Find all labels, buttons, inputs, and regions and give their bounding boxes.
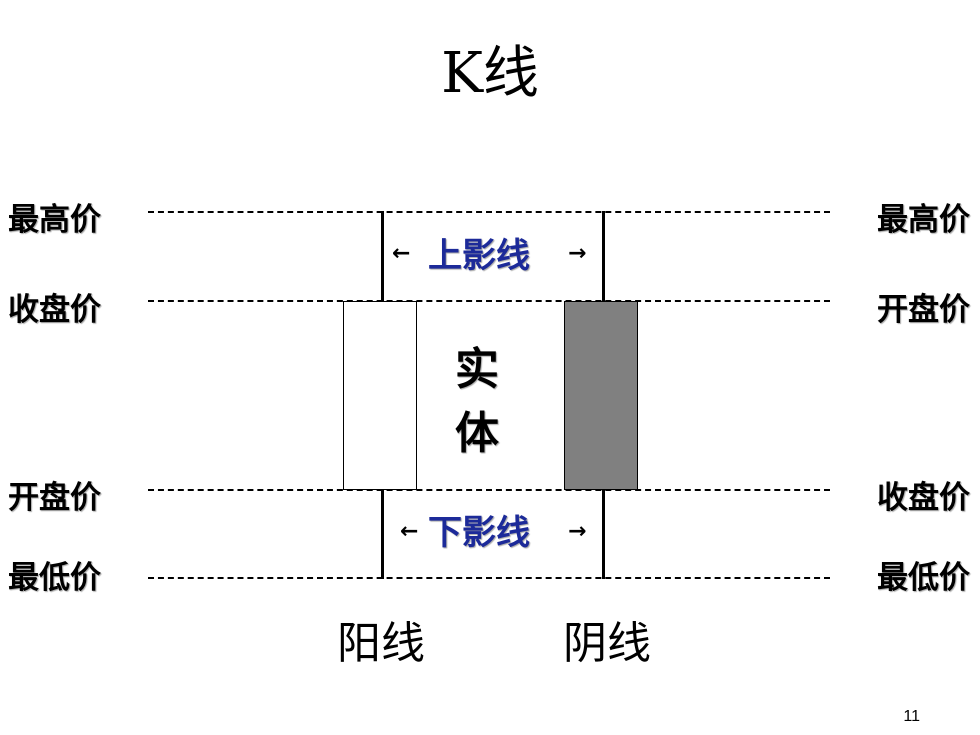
lower-shadow-label: 下影线 [428, 513, 530, 553]
bullish-upper-shadow [381, 211, 384, 301]
bearish-candle-body [564, 301, 638, 490]
right-label-low: 最低价 [877, 560, 970, 596]
left-label-low: 最低价 [8, 560, 101, 596]
bullish-lower-shadow [381, 490, 384, 579]
lower-left-arrow-icon: ← [400, 519, 419, 544]
bearish-upper-shadow [602, 211, 605, 301]
bearish-label: 阴线 [563, 618, 651, 669]
bullish-label: 阳线 [337, 618, 425, 669]
high-dash-line [148, 211, 830, 213]
body-label-line2: 体 [455, 408, 499, 459]
upper-right-arrow-icon: → [568, 241, 587, 266]
lower-right-arrow-icon: → [568, 519, 587, 544]
bullish-candle-body [343, 301, 417, 490]
left-label-close: 收盘价 [8, 292, 101, 328]
upper-shadow-label: 上影线 [428, 236, 530, 276]
left-label-open: 开盘价 [8, 480, 101, 516]
body-label-line1: 实 [455, 344, 499, 395]
upper-left-arrow-icon: ← [392, 241, 411, 266]
slide-title: K线 [441, 41, 539, 106]
body-bottom-dash-line [148, 489, 830, 491]
low-dash-line [148, 577, 830, 579]
bearish-lower-shadow [602, 490, 605, 579]
body-top-dash-line [148, 300, 830, 302]
right-label-open: 开盘价 [877, 292, 970, 328]
right-label-close: 收盘价 [877, 480, 970, 516]
left-label-high: 最高价 [8, 202, 101, 238]
page-number: 11 [903, 708, 920, 725]
right-label-high: 最高价 [877, 202, 970, 238]
